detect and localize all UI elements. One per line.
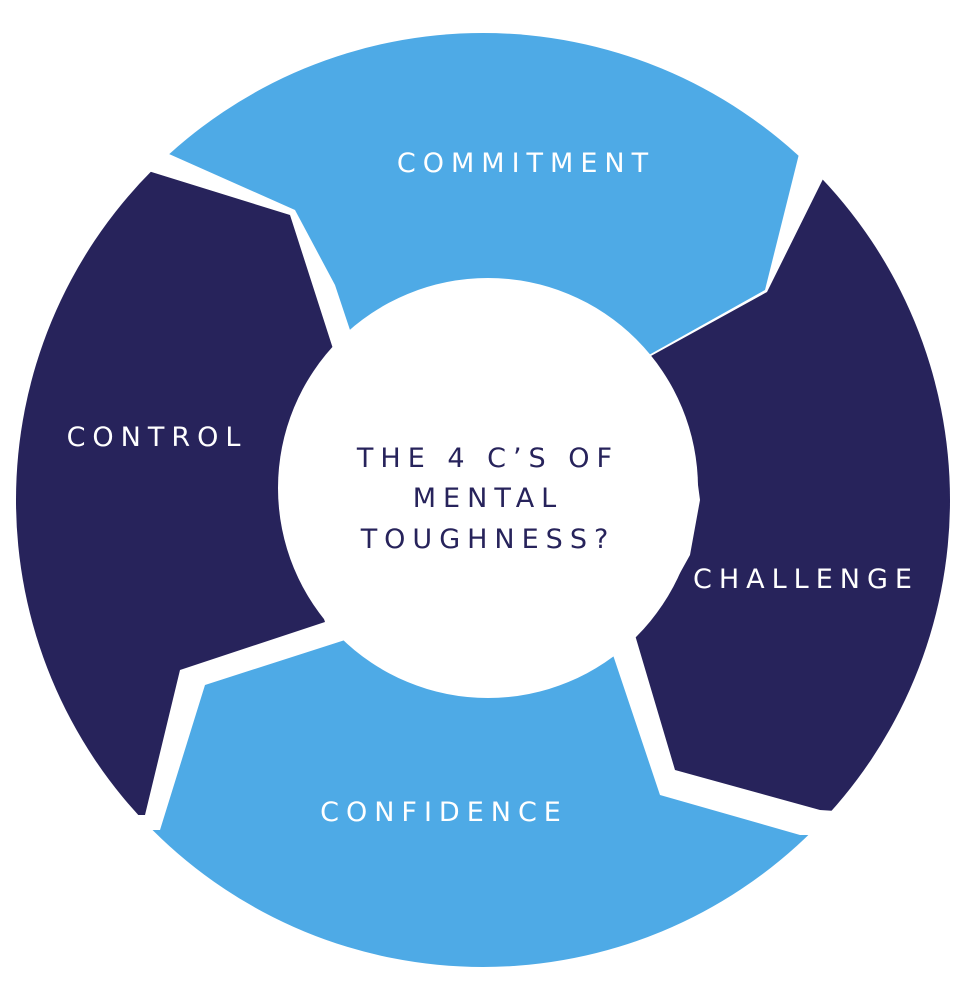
center-title-line-3: TOUGHNESS? (360, 524, 616, 555)
center-title-line-1: THE 4 C’S OF (356, 443, 619, 474)
center-title-line-2: MENTAL (413, 483, 563, 514)
segment-challenge (635, 175, 950, 820)
label-challenge: CHALLENGE (693, 564, 919, 595)
label-control: CONTROL (67, 422, 248, 453)
segment-control (16, 110, 335, 815)
label-commitment: COMMITMENT (397, 148, 655, 179)
label-confidence: CONFIDENCE (320, 797, 568, 828)
center-circle (278, 278, 698, 698)
